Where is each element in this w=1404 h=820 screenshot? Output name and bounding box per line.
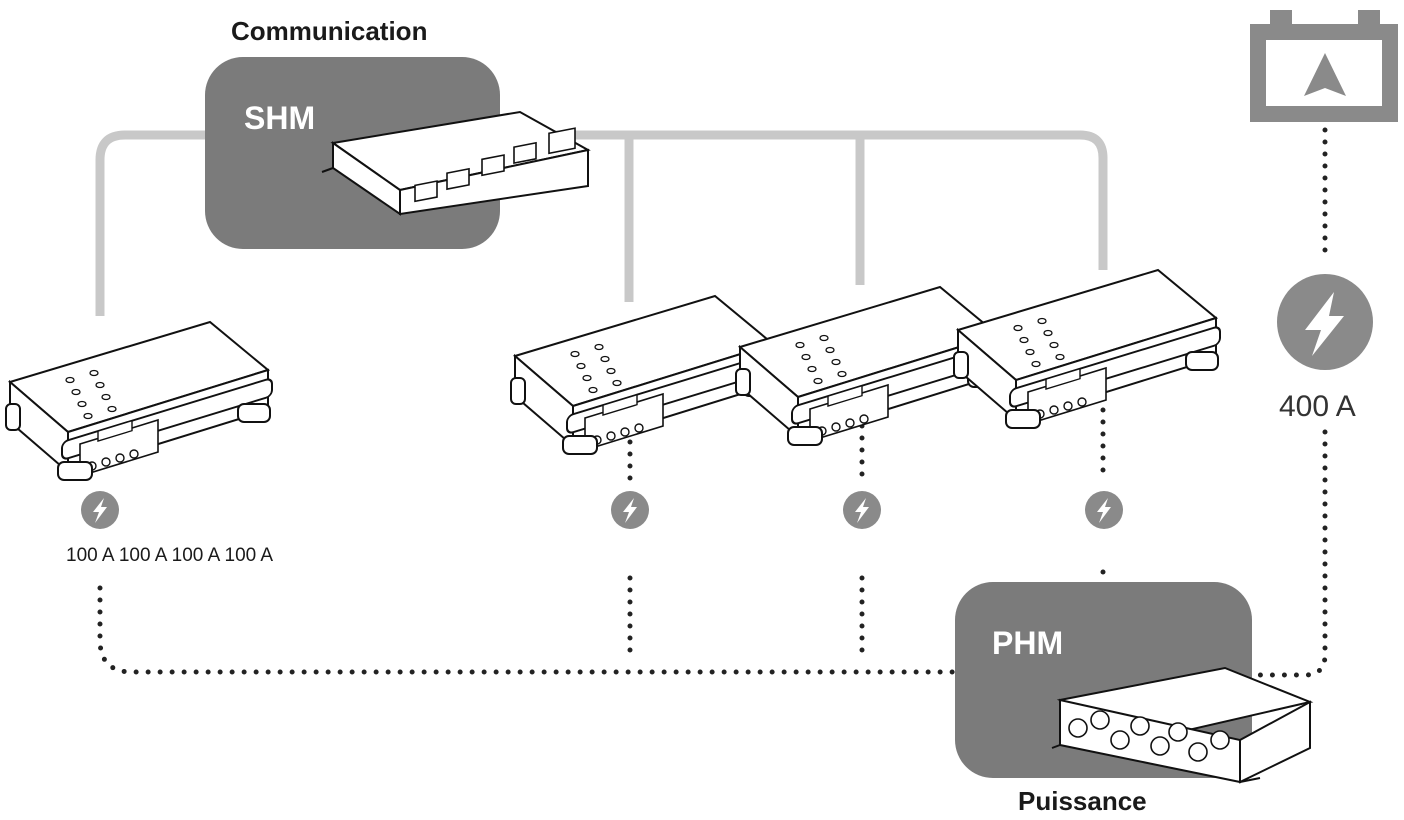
- phm-label: PHM: [992, 625, 1064, 661]
- phm-device-image: [1051, 666, 1314, 784]
- charger-4-image: [953, 269, 1221, 429]
- communication-title: Communication: [231, 16, 428, 46]
- lightning-bolt-icon: [81, 491, 119, 529]
- charger-1-image: [5, 321, 273, 481]
- shm-label: SHM: [244, 100, 316, 136]
- lightning-bolt-icon: [1085, 491, 1123, 529]
- lightning-bolt-icon: [843, 491, 881, 529]
- communication-lines: [95, 130, 1108, 316]
- total-current-label: 400 A: [1279, 390, 1356, 423]
- battery-icon: [1250, 10, 1398, 122]
- shm-device-image: [321, 110, 591, 216]
- lightning-bolt-icon: [611, 491, 649, 529]
- charger-currents-label: 100 A 100 A 100 A 100 A: [66, 545, 274, 566]
- puissance-title: Puissance: [1018, 786, 1147, 816]
- lightning-bolt-icon: [1277, 274, 1373, 370]
